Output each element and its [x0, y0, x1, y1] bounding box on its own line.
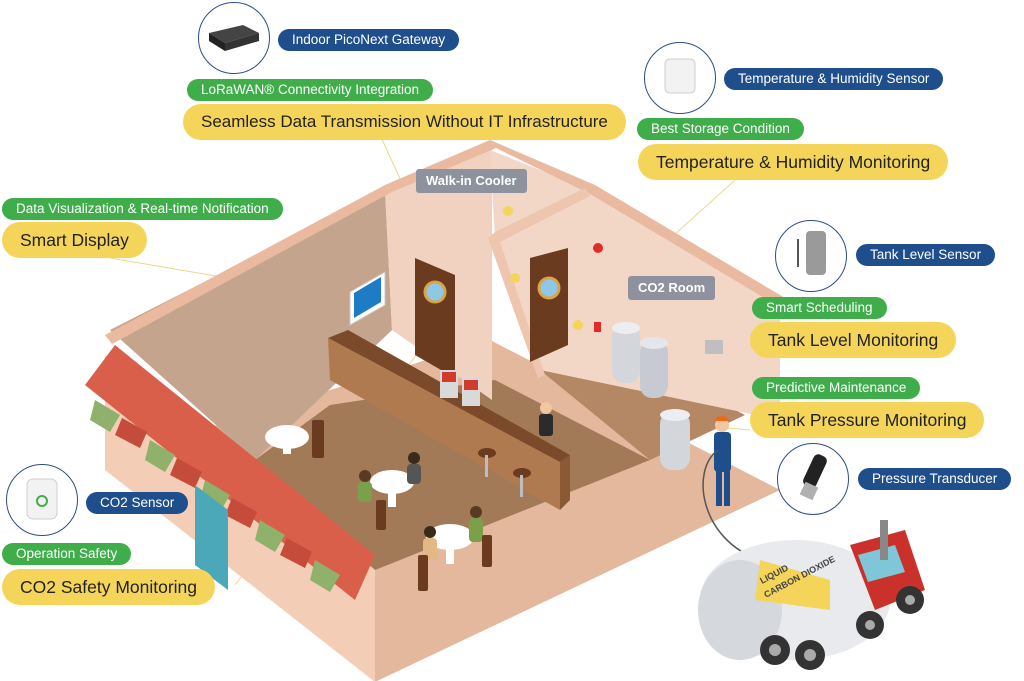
temp-sensor-device-ring [644, 42, 716, 114]
pressure-transducer-icon [799, 454, 827, 501]
smart-display-screen [349, 271, 386, 326]
gateway-label: Indoor PicoNext Gateway [278, 29, 460, 51]
room-label-cooler: Walk-in Cooler [416, 169, 527, 193]
co2-truck: LIQUID CARBON DIOXIDE [698, 520, 925, 670]
alarm-dot [593, 243, 603, 253]
temp-sensor-dot [510, 273, 520, 283]
technician [714, 416, 731, 506]
room-label-co2: CO2 Room [628, 276, 716, 300]
gateway-benefit: Seamless Data Transmission Without IT In… [183, 104, 626, 140]
cooler-door-2 [530, 248, 568, 362]
tank-pressure-feature: Predictive Maintenance [752, 377, 921, 399]
wall-top-right [490, 140, 785, 306]
awning [85, 345, 375, 600]
co2-sensor-feature: Operation Safety [2, 543, 132, 565]
gateway-icon [209, 25, 259, 51]
temp-sensor-label: Temperature & Humidity Sensor [724, 68, 944, 90]
temperature-sensor-icon [664, 58, 696, 94]
bartender [539, 402, 553, 436]
back-left-wall [110, 190, 392, 460]
co2-sensor-benefit: CO2 Safety Monitoring [2, 569, 216, 605]
display-benefit: Smart Display [2, 222, 147, 258]
cooler-door-1 [415, 258, 455, 378]
cooler-sensor-dot [503, 206, 513, 216]
tank-pressure-benefit: Tank Pressure Monitoring [750, 402, 985, 438]
tank-level-device-ring [775, 220, 847, 292]
tank-level-benefit: Tank Level Monitoring [750, 322, 957, 358]
partition-wall [488, 188, 590, 378]
diners [358, 452, 483, 560]
wall-tank-sensor [705, 340, 723, 354]
wall-top-left [105, 185, 392, 344]
bar-stools [478, 448, 531, 497]
co2-sensor-icon [26, 478, 58, 520]
co2-room-sensor-dot [573, 320, 583, 330]
co2-tanks [612, 322, 690, 470]
alarm-box [594, 322, 601, 332]
tank-level-feature: Smart Scheduling [752, 297, 887, 319]
co2-sensor-label: CO2 Sensor [86, 492, 189, 514]
co2-sensor-device-ring [6, 464, 78, 536]
wall-top-mid [385, 140, 496, 192]
gateway-device-ring [198, 2, 270, 74]
tank-level-sensor-icon [797, 231, 826, 275]
display-feature: Data Visualization & Real-time Notificat… [2, 198, 283, 220]
transducer-device-ring [777, 443, 849, 515]
coffee-machines [440, 370, 480, 406]
gateway-feature: LoRaWAN® Connectivity Integration [187, 79, 434, 101]
awning-stripes-red [115, 418, 312, 568]
temp-sensor-feature: Best Storage Condition [637, 118, 804, 140]
tank-level-label: Tank Level Sensor [856, 244, 996, 266]
chairs [312, 420, 492, 591]
transducer-label: Pressure Transducer [858, 468, 1012, 490]
temp-sensor-benefit: Temperature & Humidity Monitoring [638, 144, 949, 180]
front-window [195, 485, 228, 590]
dining-tables [265, 425, 474, 564]
